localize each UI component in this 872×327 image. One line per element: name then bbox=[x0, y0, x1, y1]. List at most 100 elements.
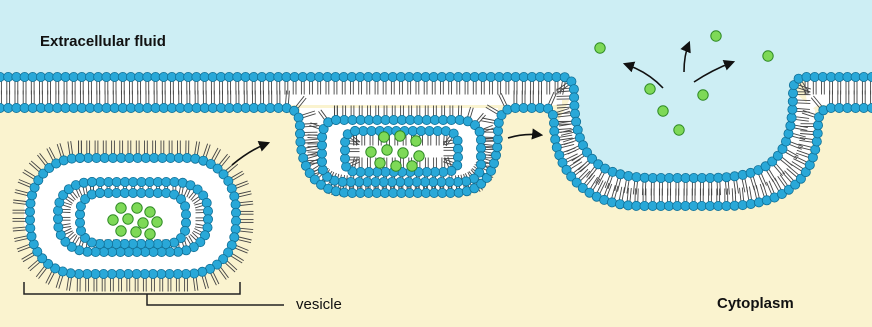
lipid-head bbox=[75, 218, 84, 227]
lipid-head bbox=[491, 151, 500, 160]
lipid-head bbox=[198, 267, 207, 276]
lipid-head bbox=[231, 200, 240, 209]
lipid-head bbox=[746, 199, 755, 208]
lipid-head bbox=[162, 188, 171, 197]
cytoplasm-label: Cytoplasm bbox=[717, 295, 794, 312]
lipid-head bbox=[202, 198, 211, 207]
lipid-head bbox=[75, 153, 84, 162]
extracellular-fluid-label: Extracellular fluid bbox=[40, 33, 166, 50]
cargo-molecule bbox=[132, 203, 142, 213]
lipid-head bbox=[107, 269, 116, 278]
lipid-head bbox=[91, 269, 100, 278]
cargo-molecule bbox=[414, 151, 424, 161]
lipid-head bbox=[356, 115, 365, 124]
lipid-head bbox=[162, 177, 171, 186]
lipid-head bbox=[570, 109, 579, 118]
lipid-head bbox=[430, 115, 439, 124]
lipid-head bbox=[120, 239, 129, 248]
lipid-head bbox=[453, 144, 462, 153]
cargo-molecule bbox=[698, 90, 708, 100]
lipid-head bbox=[317, 141, 326, 150]
lipid-head bbox=[173, 269, 182, 278]
cargo-molecule bbox=[116, 203, 126, 213]
lipid-head bbox=[132, 269, 141, 278]
lipid-head bbox=[425, 126, 434, 135]
lipid-head bbox=[153, 188, 162, 197]
lipid-head bbox=[145, 239, 154, 248]
lipid-head bbox=[87, 177, 96, 186]
lipid-head bbox=[616, 170, 625, 179]
lipid-head bbox=[404, 177, 413, 186]
lipid-head bbox=[503, 105, 512, 114]
cargo-molecule bbox=[658, 106, 668, 116]
lipid-head bbox=[417, 126, 426, 135]
lipid-head bbox=[454, 188, 463, 197]
lipid-head bbox=[371, 177, 380, 186]
cargo-molecule bbox=[145, 207, 155, 217]
lipid-head bbox=[104, 239, 113, 248]
lipid-head bbox=[624, 201, 633, 210]
cargo-molecule bbox=[391, 161, 401, 171]
lipid-head bbox=[476, 160, 485, 169]
lipid-head bbox=[462, 177, 471, 186]
lipid-head bbox=[447, 166, 456, 175]
cargo-molecule bbox=[116, 226, 126, 236]
lipid-head bbox=[787, 113, 796, 122]
cargo-molecule bbox=[674, 125, 684, 135]
lipid-head bbox=[455, 115, 464, 124]
cargo-molecule bbox=[407, 161, 417, 171]
lipid-head bbox=[137, 188, 146, 197]
lipid-head bbox=[373, 115, 382, 124]
lipid-head bbox=[350, 126, 359, 135]
cargo-molecule bbox=[595, 43, 605, 53]
lipid-head bbox=[342, 162, 351, 171]
lipid-head bbox=[183, 153, 192, 162]
vesicle-label: vesicle bbox=[296, 296, 342, 313]
lipid-head bbox=[445, 177, 454, 186]
lipid-head bbox=[145, 177, 154, 186]
cargo-molecule bbox=[131, 227, 141, 237]
lipid-head bbox=[340, 154, 349, 163]
lipid-head bbox=[26, 199, 35, 208]
lipid-head bbox=[615, 200, 624, 209]
lipid-head bbox=[182, 246, 191, 255]
lipid-head bbox=[137, 239, 146, 248]
cargo-molecule bbox=[398, 148, 408, 158]
lipid-head bbox=[145, 188, 154, 197]
lipid-head bbox=[112, 239, 121, 248]
lipid-head bbox=[730, 172, 739, 181]
lipid-head bbox=[53, 206, 62, 215]
lipid-head bbox=[25, 207, 34, 216]
lipid-head bbox=[150, 153, 159, 162]
lipid-head bbox=[340, 146, 349, 155]
lipid-head bbox=[475, 127, 484, 136]
cargo-molecule bbox=[763, 51, 773, 61]
lipid-head bbox=[317, 157, 326, 166]
lipid-head bbox=[27, 232, 36, 241]
lipid-head bbox=[74, 269, 83, 278]
lipid-head bbox=[161, 239, 170, 248]
lipid-head bbox=[95, 188, 104, 197]
lipid-head bbox=[170, 238, 179, 247]
lipid-head bbox=[422, 167, 431, 176]
lipid-head bbox=[786, 121, 795, 130]
lipid-head bbox=[364, 167, 373, 176]
lipid-head bbox=[318, 132, 327, 141]
lipid-head bbox=[447, 115, 456, 124]
lipid-head bbox=[157, 269, 166, 278]
lipid-head bbox=[120, 188, 129, 197]
lipid-head bbox=[389, 115, 398, 124]
lipid-head bbox=[331, 187, 340, 196]
lipid-head bbox=[83, 247, 92, 256]
lipid-head bbox=[231, 225, 240, 234]
cargo-molecule bbox=[138, 218, 148, 228]
cargo-molecule bbox=[395, 131, 405, 141]
cargo-molecule bbox=[645, 84, 655, 94]
lipid-tail bbox=[797, 100, 810, 101]
lipid-head bbox=[714, 173, 723, 182]
lipid-head bbox=[112, 188, 121, 197]
lipid-head bbox=[125, 153, 134, 162]
lipid-head bbox=[624, 171, 633, 180]
